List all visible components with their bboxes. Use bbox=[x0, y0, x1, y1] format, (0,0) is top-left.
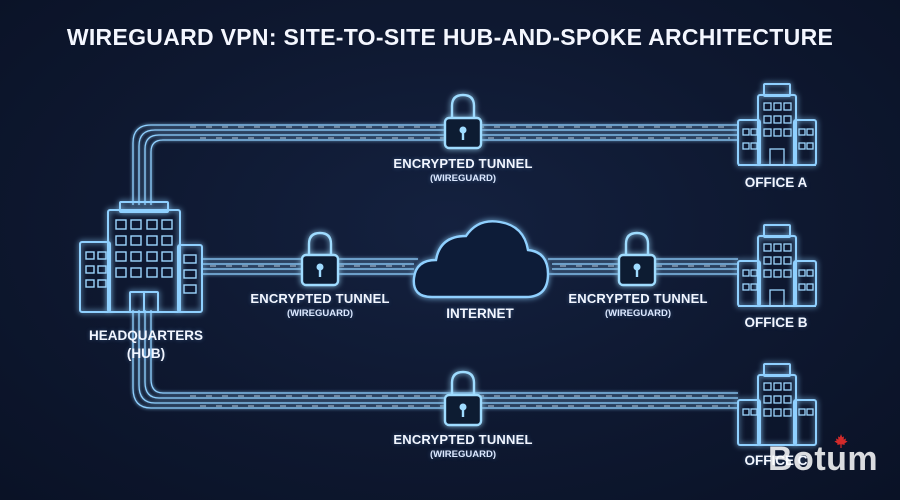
padlock-icon-mid-right bbox=[617, 231, 657, 287]
tunnel-line-top bbox=[132, 124, 738, 205]
office-c-label: OFFICE C bbox=[744, 453, 808, 468]
tunnel-line-bottom bbox=[132, 310, 738, 409]
diagram-title: WIREGUARD VPN: SITE-TO-SITE HUB-AND-SPOK… bbox=[66, 24, 834, 50]
office-b-building-icon bbox=[737, 224, 817, 307]
padlock-icon-mid-left bbox=[300, 231, 340, 287]
internet-label: INTERNET bbox=[446, 306, 514, 321]
padlock-icon-top bbox=[443, 93, 483, 150]
tunnel-label-mid-left-sub: (WIREGUARD) bbox=[287, 308, 353, 319]
hub-label-line1: HEADQUARTERS bbox=[88, 328, 203, 343]
tunnel-label-bottom-main: ENCRYPTED TUNNEL bbox=[393, 432, 533, 447]
office-b-windows bbox=[742, 243, 814, 307]
maple-leaf-icon bbox=[834, 434, 848, 448]
tunnel-label-mid-left: ENCRYPTED TUNNEL (WIREGUARD) bbox=[235, 291, 405, 319]
office-a-building-icon bbox=[737, 83, 817, 166]
tunnel-label-top-sub: (WIREGUARD) bbox=[430, 173, 496, 184]
tunnel-label-top-main: ENCRYPTED TUNNEL bbox=[393, 156, 533, 171]
tunnel-label-mid-right: ENCRYPTED TUNNEL (WIREGUARD) bbox=[553, 291, 723, 319]
office-c-building-icon bbox=[737, 363, 817, 446]
tunnel-label-bottom: ENCRYPTED TUNNEL (WIREGUARD) bbox=[378, 432, 548, 460]
hub-label-line2: (HUB) bbox=[126, 346, 166, 361]
internet-cloud-icon bbox=[412, 220, 550, 299]
office-a-windows bbox=[742, 102, 814, 166]
office-c-windows bbox=[742, 382, 814, 417]
tunnel-label-mid-left-main: ENCRYPTED TUNNEL bbox=[250, 291, 390, 306]
hub-label: HEADQUARTERS (HUB) bbox=[56, 327, 236, 363]
tunnel-label-bottom-sub: (WIREGUARD) bbox=[430, 449, 496, 460]
tunnel-label-mid-right-sub: (WIREGUARD) bbox=[605, 308, 671, 319]
tunnel-label-mid-right-main: ENCRYPTED TUNNEL bbox=[568, 291, 708, 306]
headquarters-building-icon bbox=[79, 201, 203, 313]
tunnel-label-top: ENCRYPTED TUNNEL (WIREGUARD) bbox=[378, 156, 548, 184]
watermark-text: Botum bbox=[768, 440, 879, 478]
office-a-label: OFFICE A bbox=[744, 175, 808, 190]
padlock-icon-bottom bbox=[443, 370, 483, 427]
headquarters-windows bbox=[85, 219, 197, 294]
office-b-label: OFFICE B bbox=[744, 315, 808, 330]
